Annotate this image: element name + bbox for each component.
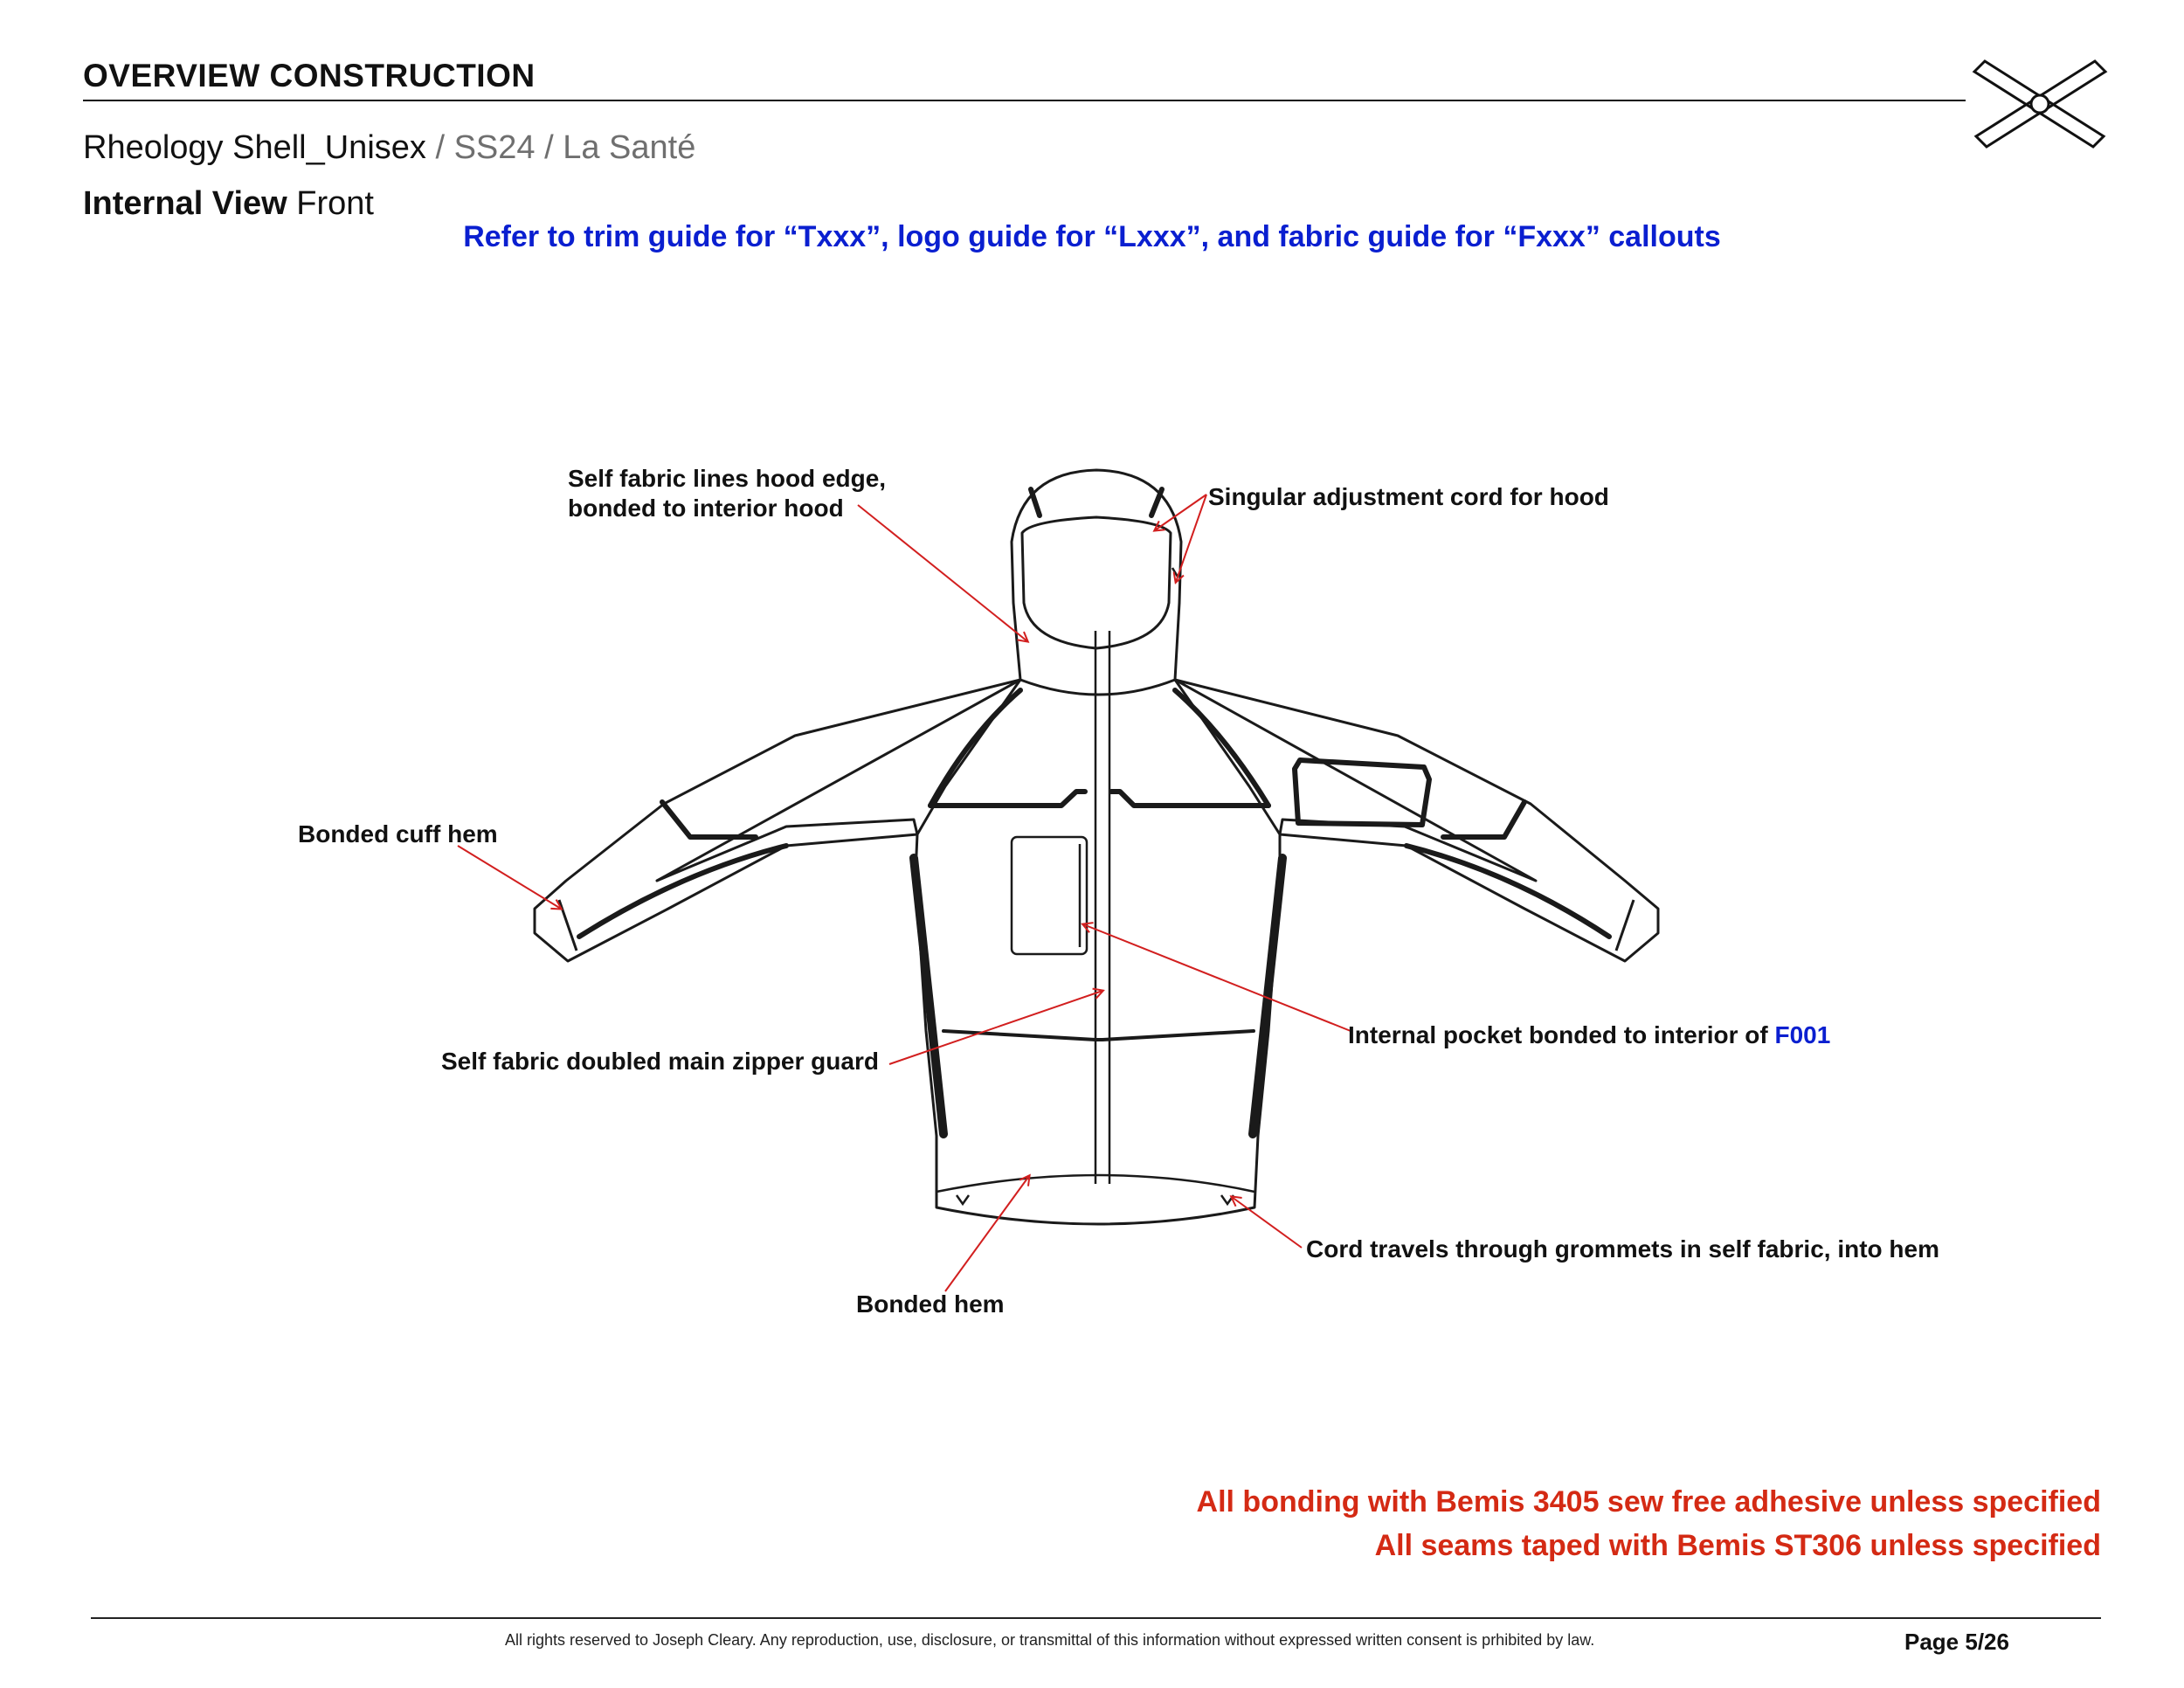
callout-hood-edge: Self fabric lines hood edge, bonded to i… (568, 464, 886, 523)
page-number: Page 5/26 (1904, 1629, 2009, 1655)
page-title: OVERVIEW CONSTRUCTION (83, 58, 536, 93)
footer-divider (91, 1617, 2101, 1619)
callout-hood-edge-line1: Self fabric lines hood edge, (568, 465, 887, 492)
note-bonding: All bonding with Bemis 3405 sew free adh… (1196, 1485, 2101, 1519)
callout-hem-cord: Cord travels through grommets in self fa… (1306, 1235, 1939, 1263)
callout-zipper-guard: Self fabric doubled main zipper guard (441, 1048, 879, 1075)
note-seams: All seams taped with Bemis ST306 unless … (1374, 1529, 2101, 1562)
callout-cuff-hem: Bonded cuff hem (298, 820, 498, 847)
jacket-seams (577, 487, 1612, 1138)
view-label: Internal View (83, 185, 287, 222)
callout-leaders (457, 494, 1351, 1292)
footer-rights: All rights reserved to Joseph Cleary. An… (505, 1631, 1595, 1649)
view-title: Internal View Front (83, 185, 374, 223)
crossed-x-logo-icon (1972, 59, 2108, 149)
season-path: / SS24 / La Santé (425, 129, 696, 166)
product-breadcrumb: Rheology Shell_Unisex / SS24 / La Santé (83, 129, 695, 167)
title-divider (83, 100, 1966, 101)
product-name: Rheology Shell_Unisex (83, 129, 426, 166)
callout-bonded-hem: Bonded hem (856, 1290, 1005, 1318)
view-side: Front (296, 185, 374, 222)
callout-pocket-text: Internal pocket bonded to interior of (1348, 1021, 1775, 1048)
fabric-code-f001: F001 (1774, 1021, 1831, 1048)
reference-note: Refer to trim guide for “Txxx”, logo gui… (463, 220, 1721, 253)
callout-hood-cord: Singular adjustment cord for hood (1208, 483, 1609, 510)
callout-internal-pocket: Internal pocket bonded to interior of F0… (1348, 1020, 1830, 1050)
jacket-details (557, 567, 1635, 1207)
callout-hood-edge-line2: bonded to interior hood (568, 495, 844, 522)
